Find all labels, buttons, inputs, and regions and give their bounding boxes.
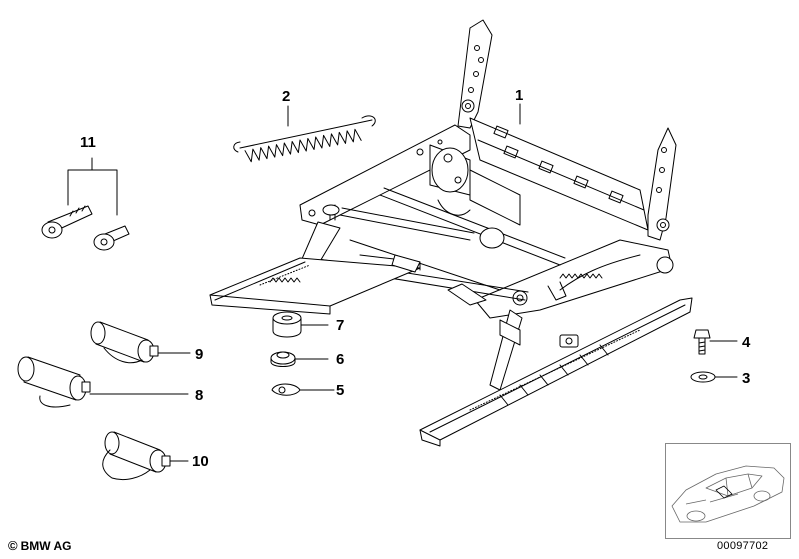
tension-spring-drawing [233, 115, 376, 163]
callout-11: 11 [80, 134, 96, 151]
seat-frame-drawing [209, 19, 693, 447]
callout-1: 1 [515, 87, 523, 104]
copyright-text: BMW AG [20, 539, 72, 553]
motor-8-drawing [17, 356, 189, 408]
callout-7: 7 [336, 317, 344, 334]
cable-clip-drawing [271, 383, 335, 396]
bolt-pair-drawing [41, 157, 130, 251]
callout-9: 9 [195, 346, 203, 363]
callout-4: 4 [742, 334, 751, 351]
motor-9-drawing [90, 321, 191, 364]
washer-drawing [690, 371, 738, 383]
callout-10: 10 [192, 453, 209, 470]
callout-2: 2 [282, 88, 290, 105]
copyright-notice: ©BMW AG [8, 538, 71, 553]
grommet-drawing [270, 351, 296, 367]
callout-8: 8 [195, 387, 203, 404]
callout-6: 6 [336, 351, 344, 368]
hex-bolt-drawing [693, 329, 738, 355]
callout-labels: 1 2 3 4 5 6 7 8 9 10 11 [80, 87, 751, 470]
motor-10-drawing [102, 431, 189, 481]
bump-stop-drawing [272, 311, 302, 338]
callout-5: 5 [336, 382, 344, 399]
callout-3: 3 [742, 370, 750, 387]
car-thumbnail [665, 443, 791, 539]
car-thumbnail-icon [671, 465, 785, 523]
document-number: 00097702 [717, 540, 769, 552]
copyright-icon: © [8, 538, 18, 553]
